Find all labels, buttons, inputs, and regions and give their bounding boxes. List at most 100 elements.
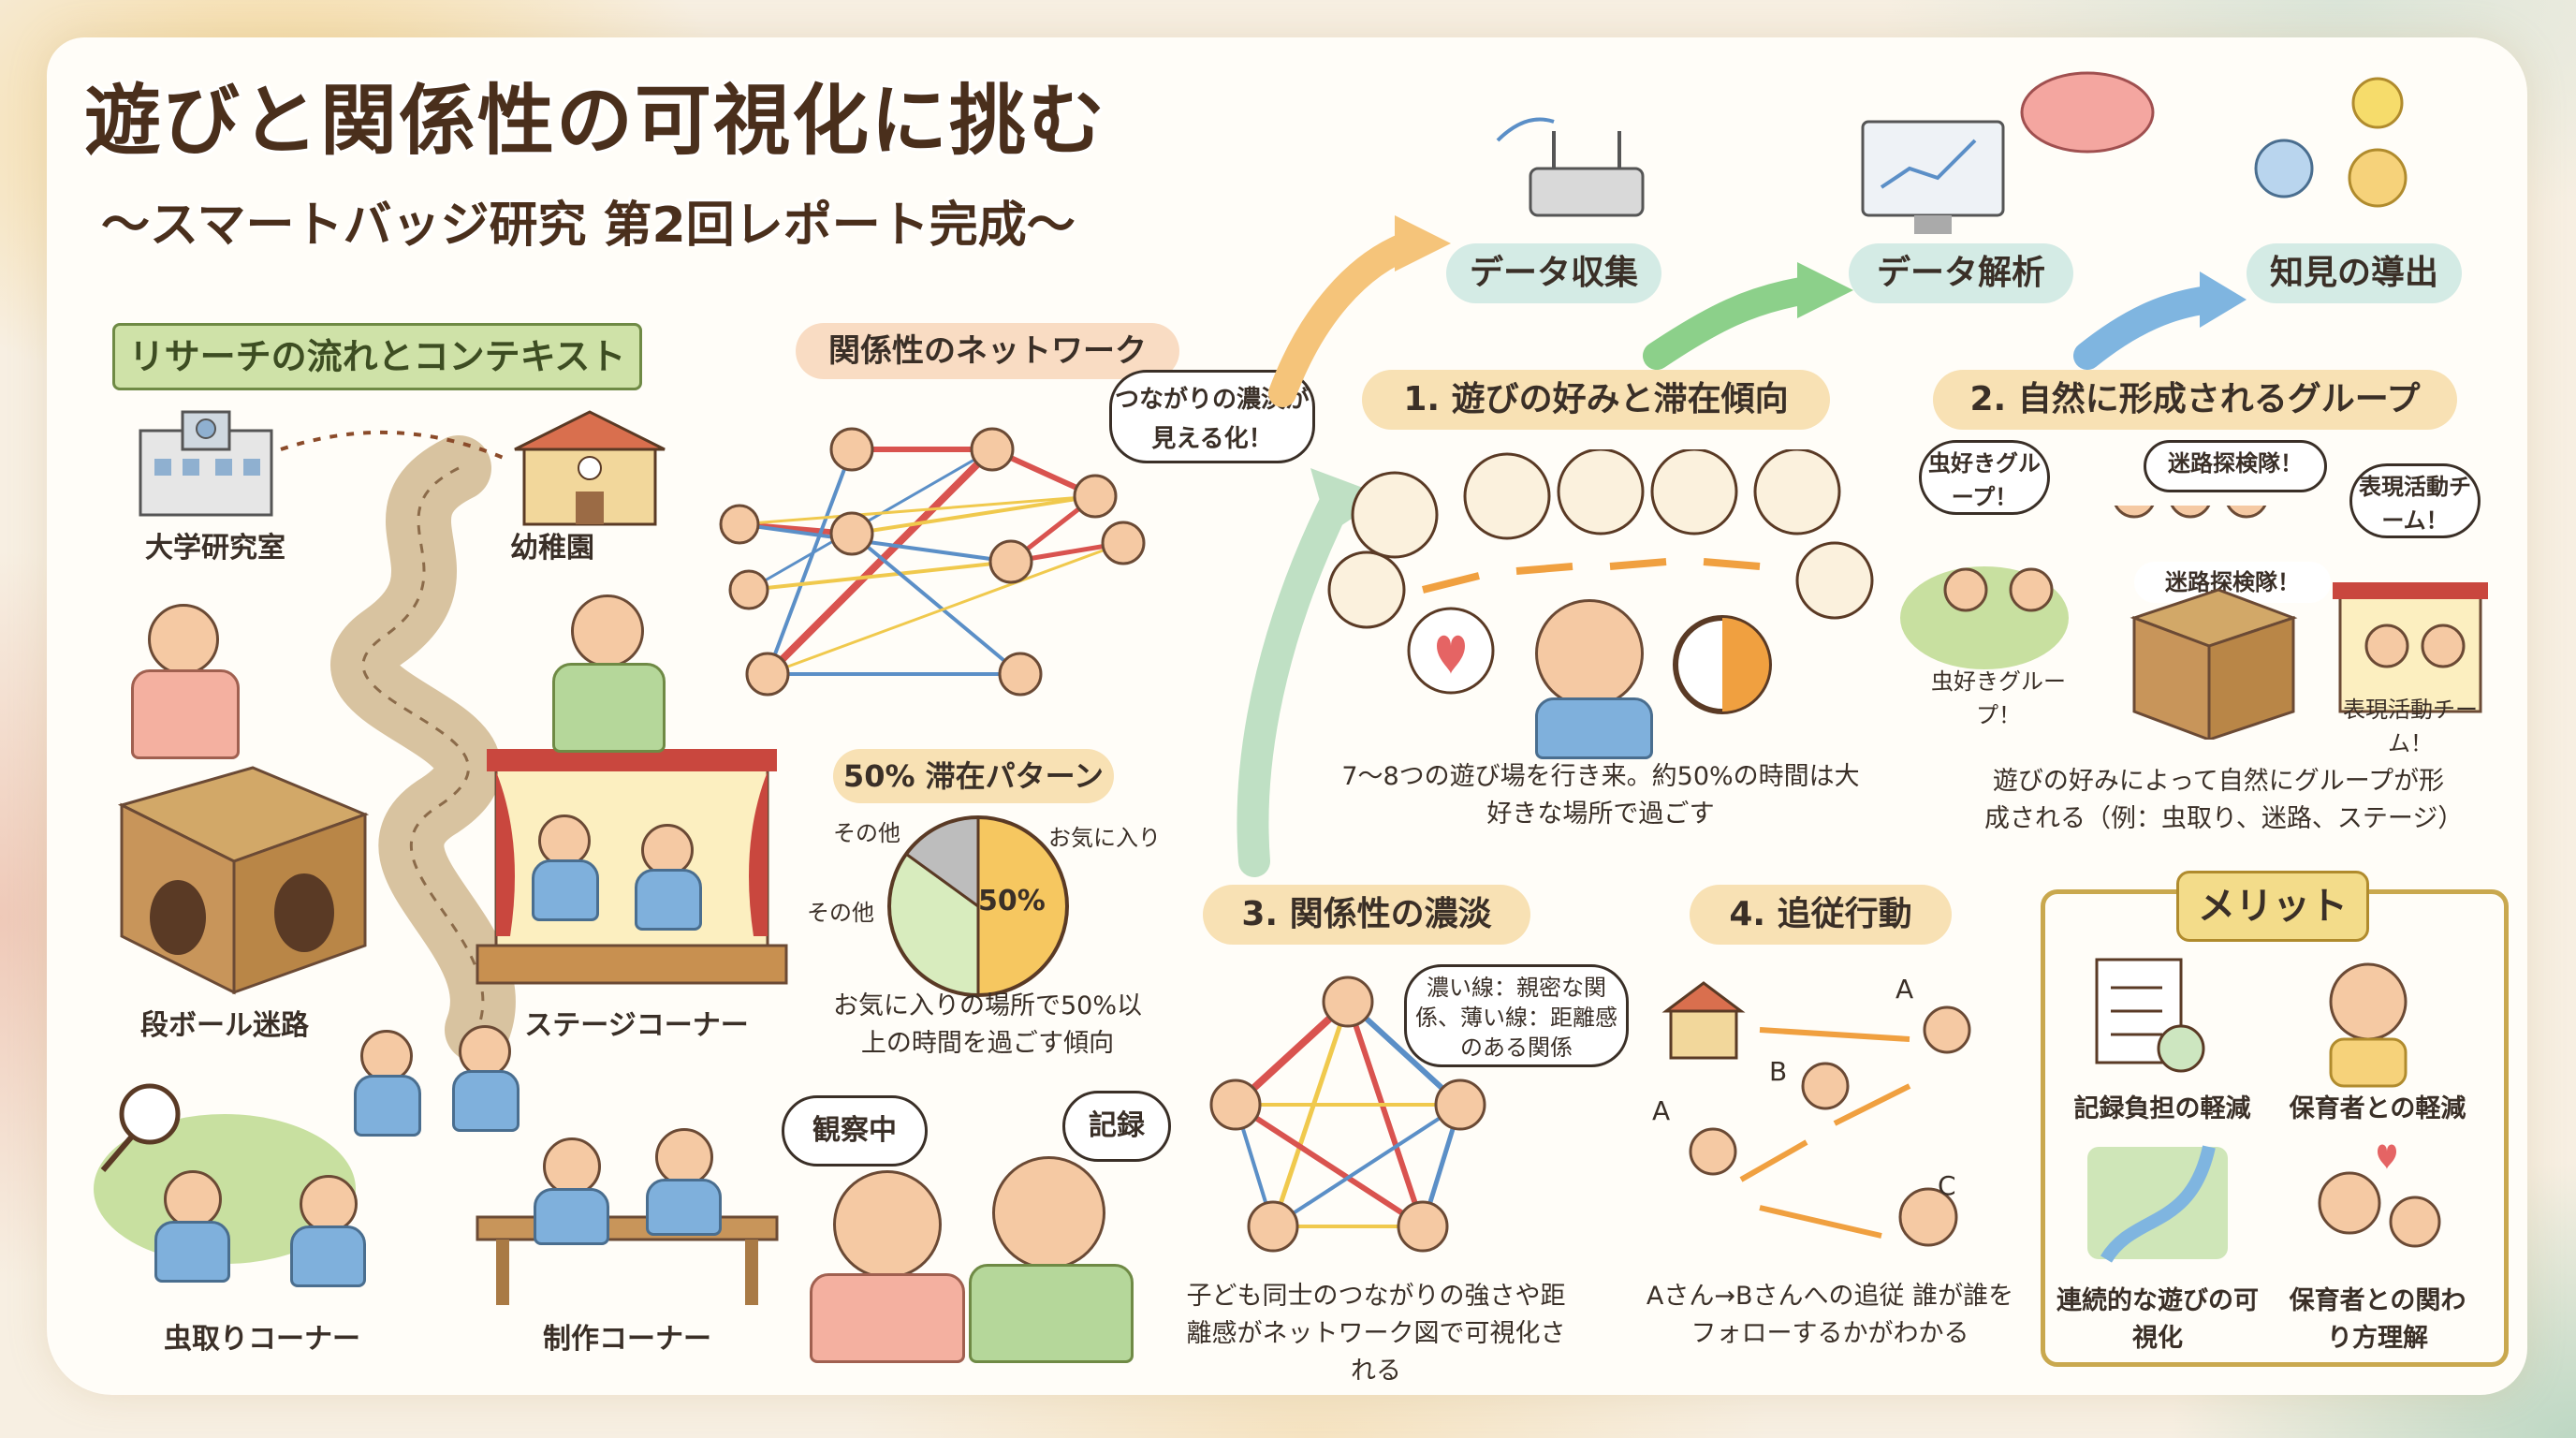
child-body [532, 859, 599, 921]
relationship-pentagon [1209, 976, 1486, 1253]
observer-body [810, 1273, 965, 1363]
network-node [970, 427, 1015, 472]
follow-letter-b: B [1769, 1056, 1788, 1087]
pie-label-favorite: お気に入り [1048, 825, 1161, 851]
network-diagram [719, 427, 1146, 697]
teacher-avatar [571, 594, 644, 668]
pipeline-step-analyze: データ解析 [1849, 243, 2073, 303]
play-preference-illustration [1327, 449, 1874, 714]
finding3-caption: 子ども同士のつながりの強さや距離感がネットワーク図で可視化される [1186, 1282, 1566, 1386]
finding1-heading: 1. 遊びの好みと滞在傾向 [1362, 370, 1830, 430]
craft-table-icon [476, 1215, 779, 1305]
child-body [290, 1225, 366, 1287]
stay-pattern-caption: お気に入りの場所で50%以上の時間を過ごす傾向 [832, 991, 1142, 1058]
child-body [534, 1188, 609, 1245]
merit-item: 連続的な遊びの可視化 [2056, 1286, 2259, 1353]
teacher-body [552, 663, 666, 753]
clipboard-icon [2095, 958, 2205, 1073]
merits-heading: メリット [2176, 871, 2369, 942]
child-body [635, 869, 702, 931]
child-body [154, 1221, 230, 1283]
group-bubble-bugs: 虫好きグループ！ [1919, 440, 2050, 515]
child-body [452, 1070, 520, 1132]
pipeline-step-collect: データ収集 [1446, 243, 1661, 303]
network-node [829, 511, 874, 556]
network-node [1101, 521, 1146, 565]
network-node [1073, 474, 1118, 519]
recorder-body [969, 1264, 1134, 1363]
page-subtitle: 〜スマートバッジ研究 第2回レポート完成〜 [101, 198, 1076, 254]
observer-avatar [833, 1170, 942, 1279]
pie-label-other: その他 [833, 820, 900, 846]
kindergarten-building-icon [514, 410, 666, 526]
network-node [829, 427, 874, 472]
people-idea-icon [2254, 139, 2408, 208]
child-avatar [360, 1030, 413, 1082]
child-body [354, 1075, 421, 1137]
finding4-caption: Aさん→Bさんへの追従 誰が誰をフォローするかがわかる [1646, 1282, 2014, 1348]
finding2-heading: 2. 自然に形成されるグループ [1933, 370, 2457, 430]
router-icon [1496, 117, 1645, 217]
finding1-caption: 7〜8つの遊び場を行き来。約50%の時間は大好きな場所で過ごす [1341, 762, 1860, 829]
child-avatar [655, 1128, 713, 1186]
stage-corner-label: ステージコーナー [524, 1009, 749, 1042]
river-map-icon [2087, 1145, 2228, 1263]
network-node [745, 652, 790, 697]
child-avatar [459, 1025, 511, 1078]
finding4-heading: 4. 追従行動 [1690, 885, 1952, 945]
stay-pattern-heading: 50% 滞在パターン [833, 749, 1114, 803]
child-body [1535, 697, 1653, 759]
group-bubble-stage: 表現活動チーム！ [2349, 463, 2481, 538]
child-avatar [1535, 599, 1644, 708]
brain-icon [2020, 71, 2155, 154]
lightbulb-icon [2351, 77, 2404, 129]
teacher-thumbs-up-icon [2329, 962, 2408, 1088]
follow-letter-a: A [1652, 1095, 1671, 1126]
child-avatar [164, 1170, 222, 1228]
pipeline-icons [1496, 71, 2408, 234]
network-bubble: つながりの濃淡が見える化！ [1109, 370, 1315, 463]
maze-corner-label: 段ボール迷路 [140, 1009, 309, 1042]
university-building-icon [139, 410, 273, 517]
child-body [646, 1179, 722, 1236]
group-label-bugs: 虫好きグループ！ [1931, 668, 2066, 728]
groups-illustration [1900, 506, 2488, 740]
network-heading: 関係性のネットワーク [796, 323, 1179, 379]
network-node [728, 569, 769, 610]
record-bubble: 記録 [1062, 1091, 1171, 1162]
cardboard-maze-icon [117, 766, 370, 995]
stay-pattern-pie [887, 815, 1069, 997]
finding3-heading: 3. 関係性の濃淡 [1203, 885, 1530, 945]
follow-letter-a: A [1895, 974, 1914, 1005]
teacher-child-icon [2318, 1144, 2441, 1248]
stage-icon [476, 749, 788, 985]
child-avatar [543, 1137, 601, 1196]
pie-label-other: その他 [807, 900, 874, 926]
group-bubble-maze: 迷路探検隊！ [2144, 440, 2327, 492]
merit-item: 保育者との軽減 [2289, 1094, 2466, 1123]
research-flow-heading: リサーチの流れとコンテキスト [112, 323, 642, 390]
merit-item: 記録負担の軽減 [2073, 1094, 2251, 1123]
finding2-caption: 遊びの好みによって自然にグループが形成される（例：虫取り、迷路、ステージ） [1984, 767, 2464, 833]
flow-arrows [1237, 215, 2247, 877]
recorder-avatar [992, 1156, 1105, 1269]
follow-letter-c: C [1938, 1170, 1956, 1201]
merit-item: 保育者との関わり方理解 [2289, 1286, 2466, 1353]
child-avatar [300, 1175, 358, 1233]
computer-icon [1861, 120, 2005, 234]
researcher-body [131, 669, 240, 759]
line-legend-bubble: 濃い線：親密な関係、薄い線：距離感のある関係 [1404, 964, 1629, 1067]
group-label-stage: 表現活動チーム！ [2343, 697, 2478, 756]
bug-corner-label: 虫取りコーナー [164, 1323, 360, 1356]
university-label: 大学研究室 [145, 532, 285, 565]
following-illustration [1661, 981, 1971, 1247]
network-node [988, 539, 1033, 584]
network-node [719, 504, 760, 545]
page-title: 遊びと関係性の可視化に挑む [84, 77, 1107, 166]
child-avatar [538, 814, 591, 867]
craft-corner-label: 制作コーナー [543, 1323, 711, 1356]
observing-bubble: 観察中 [782, 1095, 928, 1167]
pipeline-step-insight: 知見の導出 [2247, 243, 2462, 303]
network-node [998, 652, 1043, 697]
merits-icons [2087, 958, 2441, 1263]
